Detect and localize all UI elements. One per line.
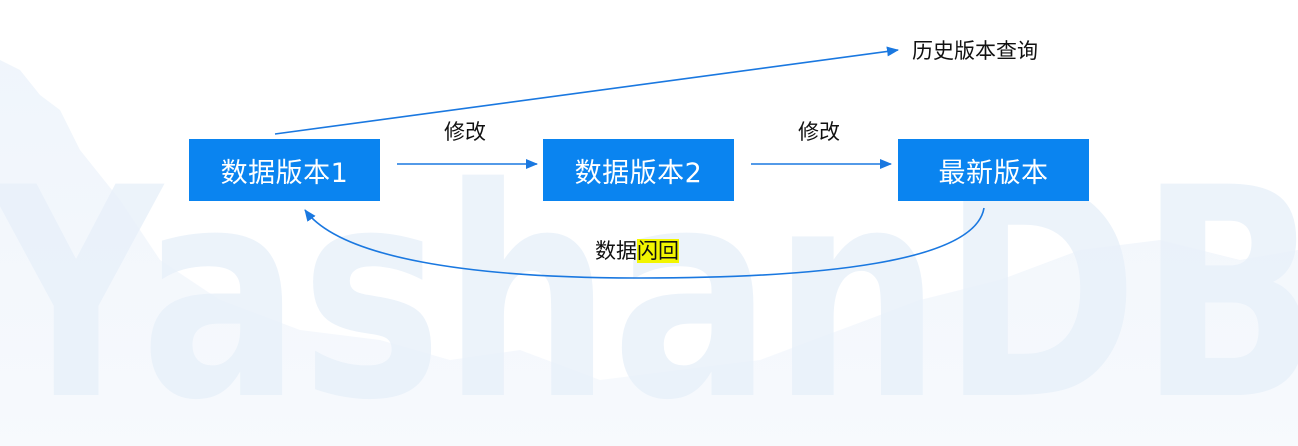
mountain-silhouette [0,60,1298,446]
flashback-label-highlight: 闪回 [637,239,679,263]
node-label: 数据版本1 [220,157,349,189]
flashback-label-prefix: 数据 [595,239,637,263]
flashback-label: 数据闪回 [595,237,679,265]
modify-label-2: 修改 [798,120,840,144]
history-query-arrow [274,46,899,135]
node-latest-version: 最新版本 [898,139,1089,201]
node-data-version-1: 数据版本1 [189,139,380,201]
node-data-version-2: 数据版本2 [543,139,734,201]
modify-label-1: 修改 [444,120,486,144]
flashback-arrow [304,207,985,279]
history-query-label: 历史版本查询 [912,39,1038,63]
node-label: 最新版本 [938,157,1049,189]
node-label: 数据版本2 [574,157,703,189]
